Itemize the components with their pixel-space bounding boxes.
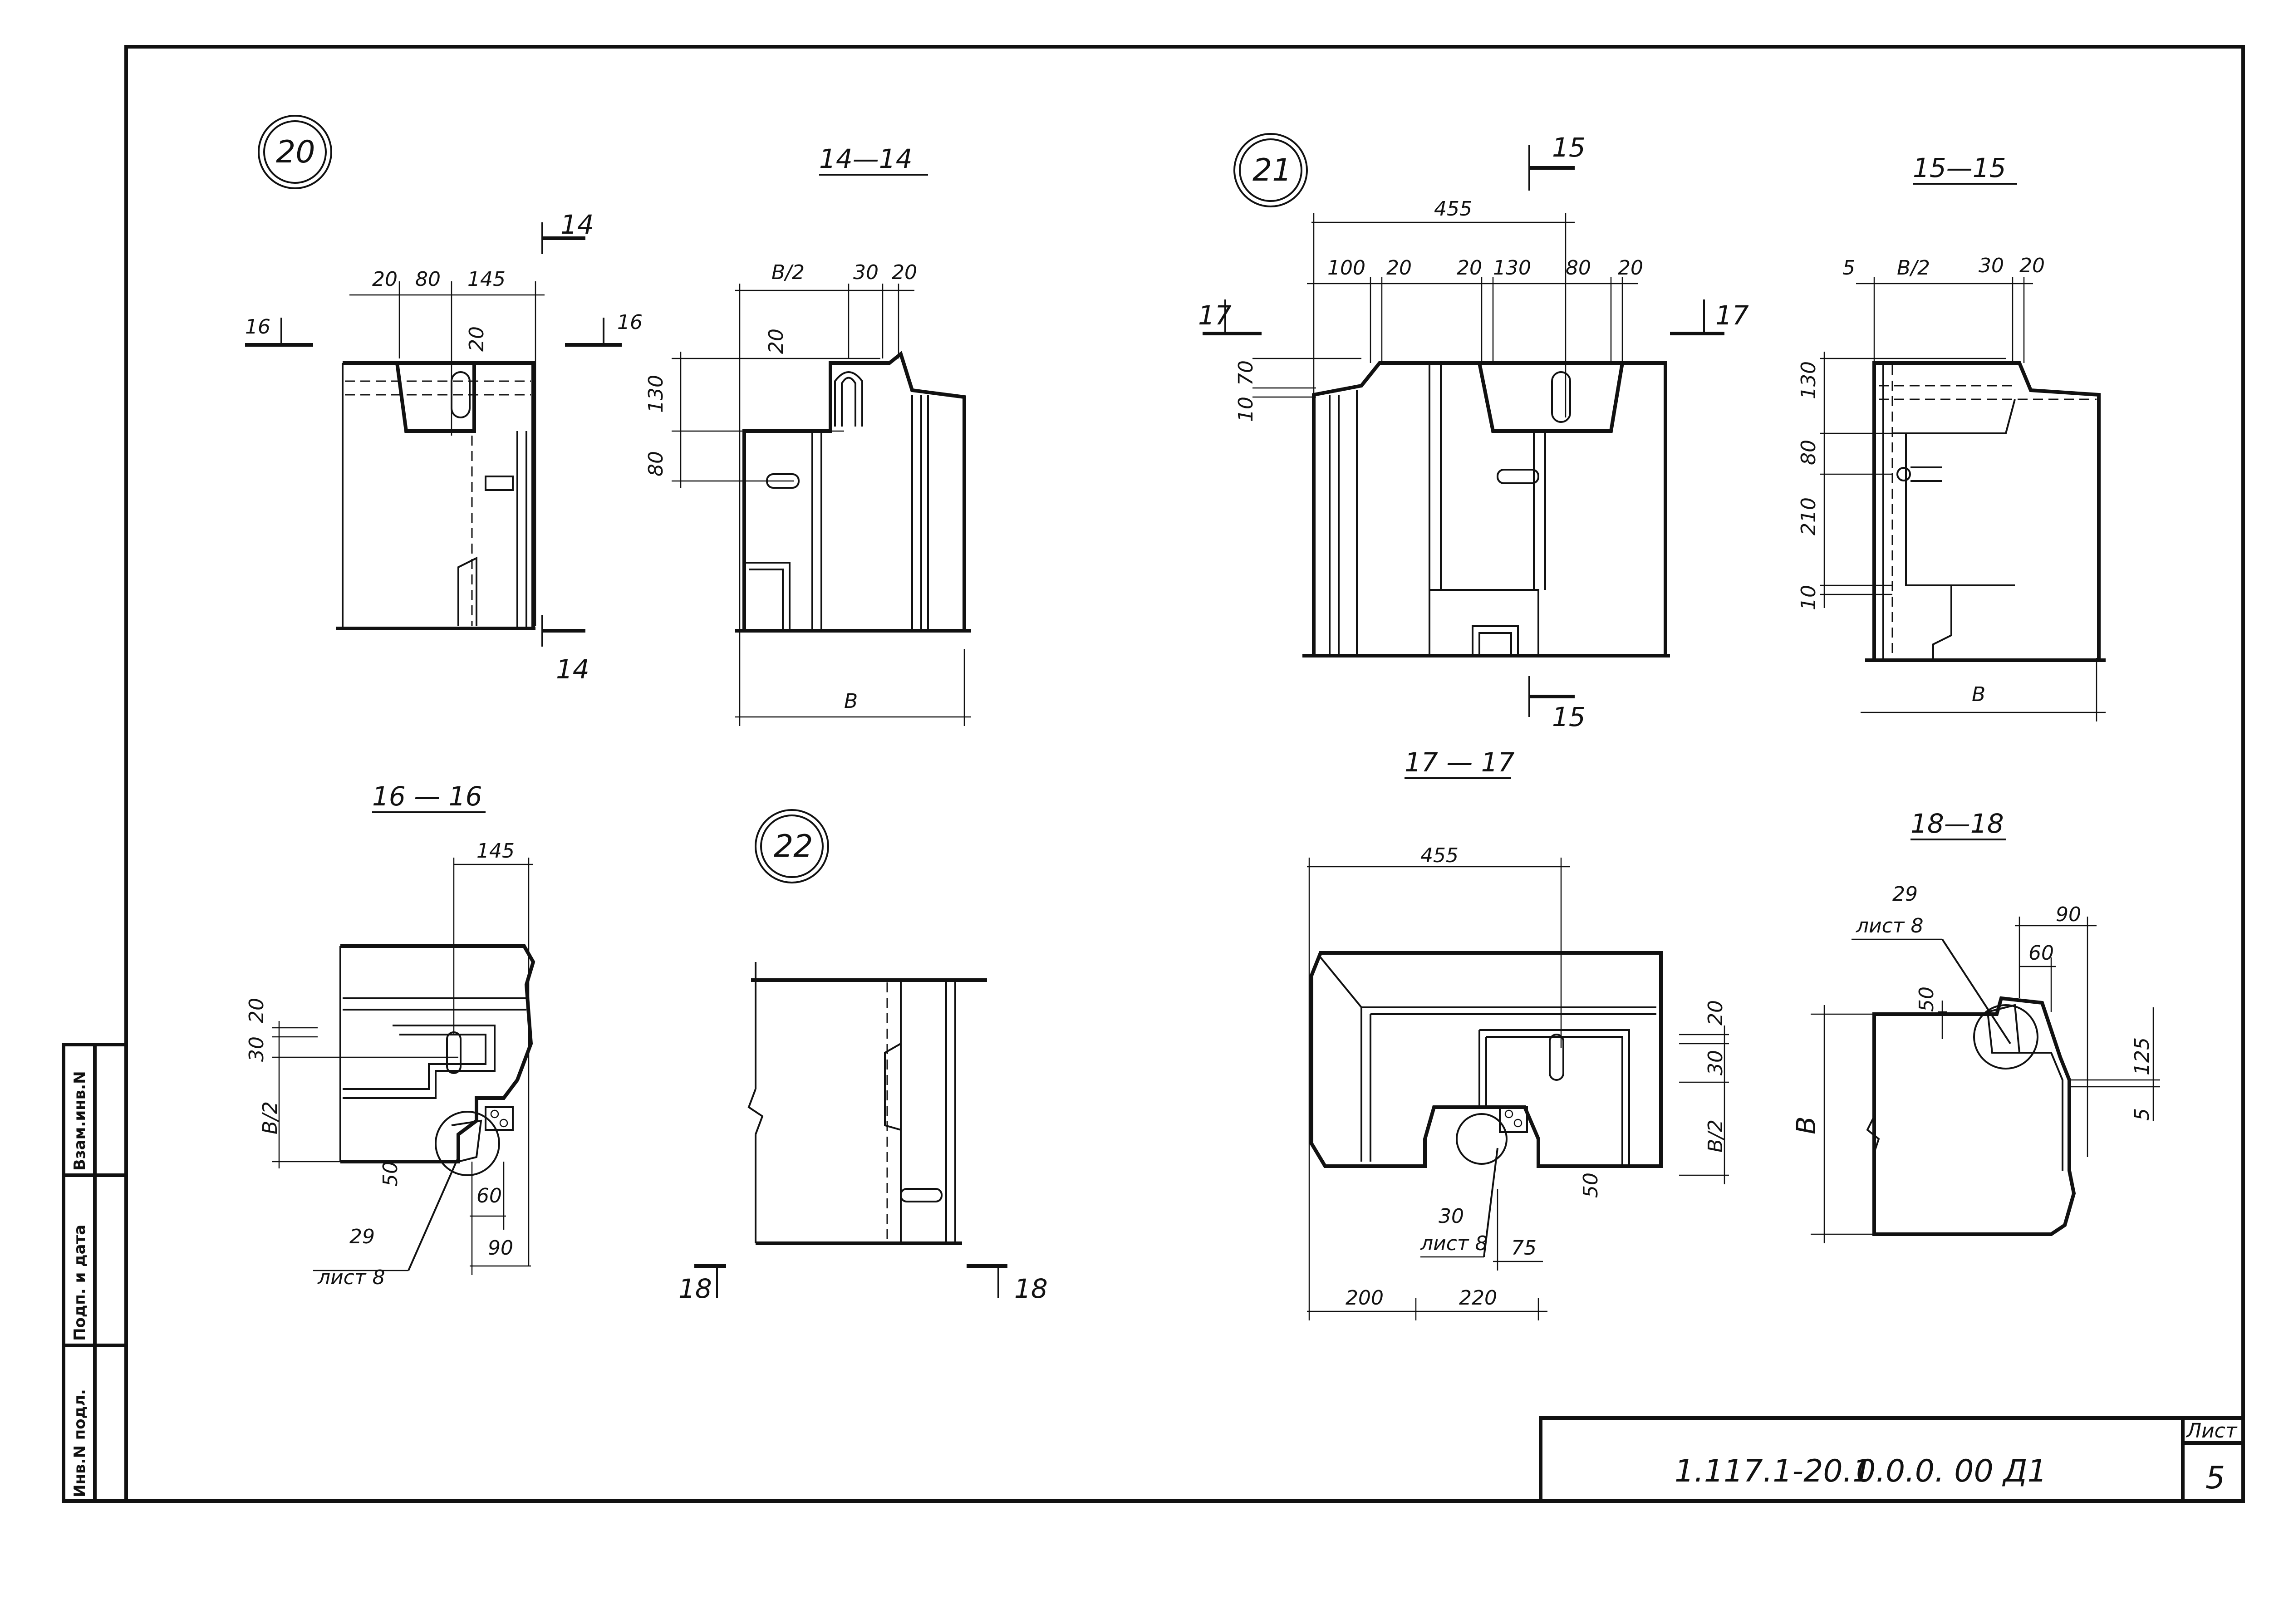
svg-text:90: 90 xyxy=(488,1236,513,1260)
svg-text:20: 20 xyxy=(372,268,398,291)
title-block: 1.117.1-20.1 0.0.0. 00 Д1 Лист 5 xyxy=(1539,1416,2245,1503)
svg-text:30: 30 xyxy=(1439,1205,1464,1228)
svg-text:130: 130 xyxy=(1493,256,1531,280)
svg-text:16: 16 xyxy=(245,315,270,339)
section-15-title: 15—15 xyxy=(1913,152,2006,183)
svg-text:100: 100 xyxy=(1327,256,1365,280)
svg-text:B/2: B/2 xyxy=(1897,256,1930,280)
sheet-label: Лист xyxy=(2186,1419,2238,1442)
svg-text:130: 130 xyxy=(644,375,668,413)
sheet-number: 5 xyxy=(2205,1460,2225,1496)
svg-text:210: 210 xyxy=(1797,497,1820,535)
svg-text:70: 70 xyxy=(1234,360,1257,386)
svg-text:15: 15 xyxy=(1552,702,1586,732)
svg-text:29: 29 xyxy=(349,1225,375,1248)
svg-text:20: 20 xyxy=(1618,256,1643,280)
side-stamp: Инв.N подл. Подп. и дата Взам.инв.N xyxy=(62,1043,128,1503)
svg-text:20: 20 xyxy=(1704,1000,1727,1025)
svg-text:30: 30 xyxy=(1979,254,2004,277)
detail-22-number: 22 xyxy=(774,829,813,864)
svg-text:455: 455 xyxy=(1434,197,1472,221)
svg-text:5: 5 xyxy=(2131,1108,2154,1121)
svg-text:90: 90 xyxy=(2056,903,2081,926)
svg-text:20: 20 xyxy=(1457,256,1482,280)
svg-text:220: 220 xyxy=(1459,1286,1497,1310)
svg-text:17: 17 xyxy=(1198,300,1232,331)
stamp-inv-podl: Инв.N подл. xyxy=(71,1389,89,1497)
svg-text:18: 18 xyxy=(678,1273,712,1304)
stamp-podp-data: Подп. и дата xyxy=(71,1225,89,1341)
svg-text:130: 130 xyxy=(1797,361,1820,399)
svg-text:лист 8: лист 8 xyxy=(1856,914,1924,937)
section-15-15: 15—15 5 B/2 30 20 130 80 210 10 B xyxy=(1797,152,2106,721)
section-14-14: 14—14 B/2 30 20 20 130 80 B xyxy=(644,143,971,726)
svg-text:20: 20 xyxy=(465,326,488,352)
detail-22: 22 18 18 xyxy=(678,809,1048,1304)
svg-text:B/2: B/2 xyxy=(771,261,805,284)
svg-text:15: 15 xyxy=(1552,132,1586,163)
svg-text:20: 20 xyxy=(892,261,917,284)
svg-text:B: B xyxy=(1972,683,1985,706)
section-16-16: 16 — 16 145 20 30 B/2 50 60 90 29 лист 8 xyxy=(245,781,535,1289)
svg-text:50: 50 xyxy=(1579,1173,1602,1198)
section-17-title: 17 — 17 xyxy=(1405,747,1515,778)
svg-text:лист 8: лист 8 xyxy=(1420,1232,1488,1255)
detail-20-number: 20 xyxy=(276,134,315,170)
title-code: 1.117.1-20.1 xyxy=(1675,1453,1872,1489)
svg-text:145: 145 xyxy=(467,268,506,291)
svg-text:30: 30 xyxy=(1704,1050,1727,1075)
svg-text:17: 17 xyxy=(1715,300,1749,331)
svg-text:125: 125 xyxy=(2131,1037,2154,1075)
svg-text:60: 60 xyxy=(476,1184,502,1207)
svg-text:лист 8: лист 8 xyxy=(317,1266,385,1289)
detail-20: 20 20 80 145 20 16 16 14 14 xyxy=(245,115,643,685)
svg-text:20: 20 xyxy=(2019,254,2045,277)
svg-text:B/2: B/2 xyxy=(1704,1119,1727,1153)
svg-text:29: 29 xyxy=(1892,883,1918,906)
svg-text:18: 18 xyxy=(1014,1273,1048,1304)
section-18-title: 18—18 xyxy=(1910,808,2004,839)
svg-text:60: 60 xyxy=(2028,942,2054,965)
stamp-vzam-inv: Взам.инв.N xyxy=(71,1071,89,1171)
svg-text:20: 20 xyxy=(245,998,268,1023)
svg-text:30: 30 xyxy=(245,1036,268,1062)
svg-text:14: 14 xyxy=(560,209,594,240)
svg-text:75: 75 xyxy=(1511,1236,1537,1260)
section-14-title: 14—14 xyxy=(819,143,913,174)
svg-text:20: 20 xyxy=(1386,256,1412,280)
svg-text:10: 10 xyxy=(1797,585,1820,610)
detail-21-number: 21 xyxy=(1252,152,1292,188)
svg-text:B: B xyxy=(844,690,858,713)
svg-text:30: 30 xyxy=(853,261,879,284)
section-17-17: 17 — 17 455 200 220 30 лист 8 75 50 20 3… xyxy=(1307,747,1729,1320)
svg-text:200: 200 xyxy=(1346,1286,1384,1310)
section-16-title: 16 — 16 xyxy=(372,781,482,812)
svg-text:455: 455 xyxy=(1420,844,1459,867)
detail-21: 21 455 100 20 20 130 80 20 70 10 17 17 1… xyxy=(1198,132,1749,732)
svg-text:10: 10 xyxy=(1234,397,1257,422)
svg-text:20: 20 xyxy=(765,329,788,354)
svg-text:80: 80 xyxy=(644,451,668,476)
svg-text:B: B xyxy=(1791,1116,1822,1134)
section-18-18: 18—18 29 лист 8 90 60 50 5 125 B xyxy=(1791,808,2160,1243)
svg-text:80: 80 xyxy=(1797,440,1820,465)
svg-text:145: 145 xyxy=(476,839,515,863)
sheet-frame xyxy=(124,45,2245,1503)
svg-text:14: 14 xyxy=(556,654,589,685)
svg-text:50: 50 xyxy=(379,1161,402,1187)
svg-text:80: 80 xyxy=(1566,256,1591,280)
title-doc: 0.0.0. 00 Д1 xyxy=(1856,1453,2047,1489)
svg-text:5: 5 xyxy=(1842,256,1855,280)
svg-text:80: 80 xyxy=(415,268,441,291)
svg-text:B/2: B/2 xyxy=(259,1101,282,1134)
svg-text:50: 50 xyxy=(1915,986,1938,1012)
svg-text:16: 16 xyxy=(617,311,643,334)
